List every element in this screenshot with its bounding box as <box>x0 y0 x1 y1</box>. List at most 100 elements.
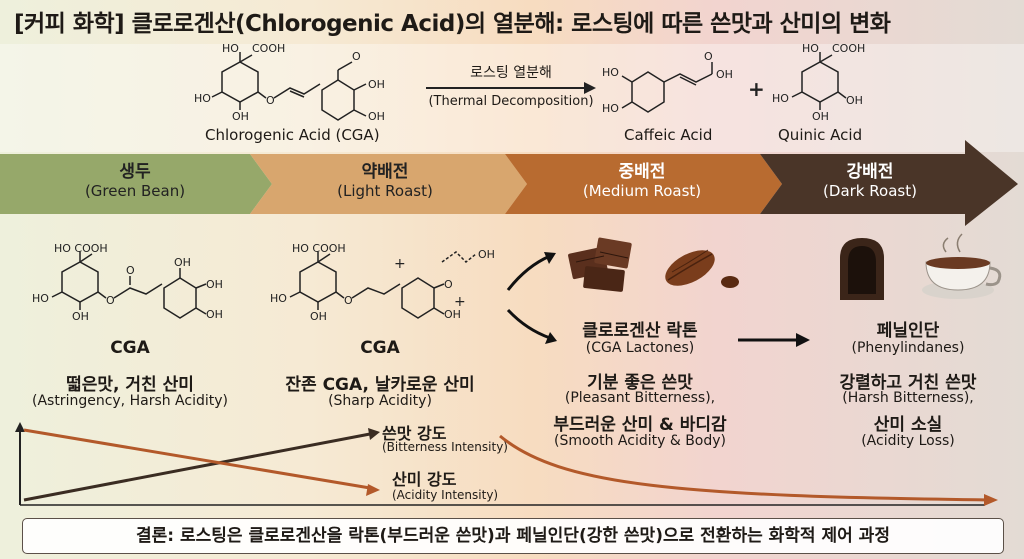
chocolate-icon <box>568 237 632 292</box>
arrow-label-en: (Thermal Decomposition) <box>428 94 594 109</box>
bitterness-line <box>23 432 371 502</box>
atom-oh: OH <box>206 278 223 291</box>
atom-cooh: COOH <box>832 42 865 55</box>
atom-ho: HO <box>194 92 211 105</box>
stage-label-en: (Medium Roast) <box>582 182 702 200</box>
product-caffeic-label: Caffeic Acid <box>624 126 713 144</box>
stage-light-roast: 약배전 (Light Roast) <box>270 157 500 200</box>
page-title: [커피 화학] 클로로겐산(Chlorogenic Acid)의 열분해: 로스… <box>14 11 891 37</box>
atom-cooh: COOH <box>252 42 285 55</box>
stage-label-en: (Dark Roast) <box>823 182 917 200</box>
reaction-plus: + <box>748 77 765 101</box>
branch-arrowhead-up <box>544 252 556 264</box>
atom-oh: OH <box>444 308 461 321</box>
atom-oh: OH <box>846 94 863 107</box>
atom-o: O <box>344 294 353 307</box>
atom-oh: OH <box>206 308 223 321</box>
light-taste-ko: 잔존 CGA, 날카로운 산미 <box>285 375 475 395</box>
product-quinic-label: Quinic Acid <box>778 126 863 144</box>
atom-o: O <box>352 50 361 63</box>
stage-label-en: (Green Bean) <box>84 182 186 200</box>
stage-label-en: (Light Roast) <box>337 182 433 200</box>
stage-label-ko: 중배전 <box>618 162 666 182</box>
stage-medium-bg <box>505 154 782 214</box>
medium-compound-en: (CGA Lactones) <box>585 340 695 356</box>
stage-label-ko: 약배전 <box>361 162 409 182</box>
stage-label-ko: 생두 <box>119 162 151 182</box>
medium-taste2-en: (Smooth Acidity & Body) <box>553 433 727 449</box>
stage-light-bg <box>250 154 527 214</box>
atom-ho: HO <box>602 102 619 115</box>
stage-green-bg <box>0 154 272 214</box>
acidity-line-a <box>23 428 371 490</box>
bitterness-arrowhead <box>368 428 380 440</box>
atom-ho-cooh: HO COOH <box>292 242 346 255</box>
atom-oh: OH <box>368 78 385 91</box>
stage-dark-roast: 강배전 (Dark Roast) <box>770 157 970 200</box>
atom-o: O <box>704 50 713 63</box>
atom-oh: OH <box>174 256 191 269</box>
bitterness-label-ko: 쓴맛 강도 <box>382 424 447 443</box>
burnt-toast-icon <box>840 238 884 300</box>
reaction-panel <box>0 44 1024 152</box>
atom-ho: HO <box>802 42 819 55</box>
reaction-arrowhead <box>584 82 596 94</box>
acidity-arrowhead-b <box>984 494 998 506</box>
branch-arrow-down <box>506 308 551 340</box>
dark-taste1-ko: 강렬하고 거친 쓴맛 <box>839 373 977 393</box>
atom-o: O <box>126 264 135 277</box>
fragment-plus: + <box>394 256 406 272</box>
stage-banner <box>0 140 1018 226</box>
stage-label-ko: 강배전 <box>846 162 894 182</box>
medium-compound-ko: 클로로겐산 락톤 <box>582 321 698 341</box>
atom-oh: OH <box>368 110 385 123</box>
medium-taste1-en: (Pleasant Bitterness), <box>564 390 716 406</box>
conclusion-box: 결론: 로스팅은 클로로겐산을 락톤(부드러운 쓴맛)과 페닐인단(강한 쓴맛)… <box>22 518 1004 554</box>
atom-o: O <box>266 94 275 107</box>
atom-o: O <box>444 278 453 291</box>
dark-taste2-en: (Acidity Loss) <box>861 433 955 449</box>
atom-ho: HO <box>222 42 239 55</box>
medium-taste1-ko: 기분 좋은 쓴맛 <box>587 373 693 393</box>
atom-oh: OH <box>716 68 733 81</box>
atom-ho: HO <box>772 92 789 105</box>
stage-dark-bg <box>760 140 1018 226</box>
reactant-label: Chlorogenic Acid (CGA) <box>205 126 380 144</box>
acidity-label-ko: 산미 강도 <box>392 470 457 489</box>
atom-oh: OH <box>72 310 89 323</box>
acidity-line-b <box>499 434 991 502</box>
atom-oh: OH <box>478 248 495 261</box>
atom-oh: OH <box>232 110 249 123</box>
acidity-arrowhead-a <box>366 484 380 496</box>
atom-o: O <box>106 294 115 307</box>
atom-ho-cooh: HO COOH <box>54 242 108 255</box>
dark-taste2-ko: 산미 소실 <box>873 415 943 435</box>
light-taste-en: (Sharp Acidity) <box>328 393 432 409</box>
coffee-cup-icon <box>922 233 1002 299</box>
green-compound: CGA <box>110 338 150 358</box>
fragment-plus: + <box>454 294 466 310</box>
medium-taste2-ko: 부드러운 산미 & 바디감 <box>553 415 727 435</box>
branch-arrowhead-down <box>545 332 557 344</box>
green-taste-ko: 떫은맛, 거친 산미 <box>66 375 194 395</box>
dark-compound-ko: 페닐인단 <box>876 321 940 341</box>
acidity-label-en: (Acidity Intensity) <box>392 488 499 502</box>
trend-y-arrowhead <box>15 422 25 432</box>
dark-compound-en: (Phenylindanes) <box>851 340 965 356</box>
stage-medium-roast: 중배전 (Medium Roast) <box>527 157 757 200</box>
cacao-pod-icon <box>665 249 739 288</box>
atom-ho: HO <box>602 66 619 79</box>
arrow-label-ko: 로스팅 열분해 <box>470 65 552 81</box>
stage-green-bean: 생두 (Green Bean) <box>20 157 250 200</box>
conversion-arrowhead <box>796 333 810 347</box>
atom-oh: OH <box>812 110 829 123</box>
green-taste-en: (Astringency, Harsh Acidity) <box>31 393 228 409</box>
atom-ho: HO <box>32 292 49 305</box>
atom-oh: OH <box>310 310 327 323</box>
bitterness-label-en: (Bitterness Intensity) <box>382 440 508 454</box>
dark-taste1-en: (Harsh Bitterness), <box>842 390 974 406</box>
